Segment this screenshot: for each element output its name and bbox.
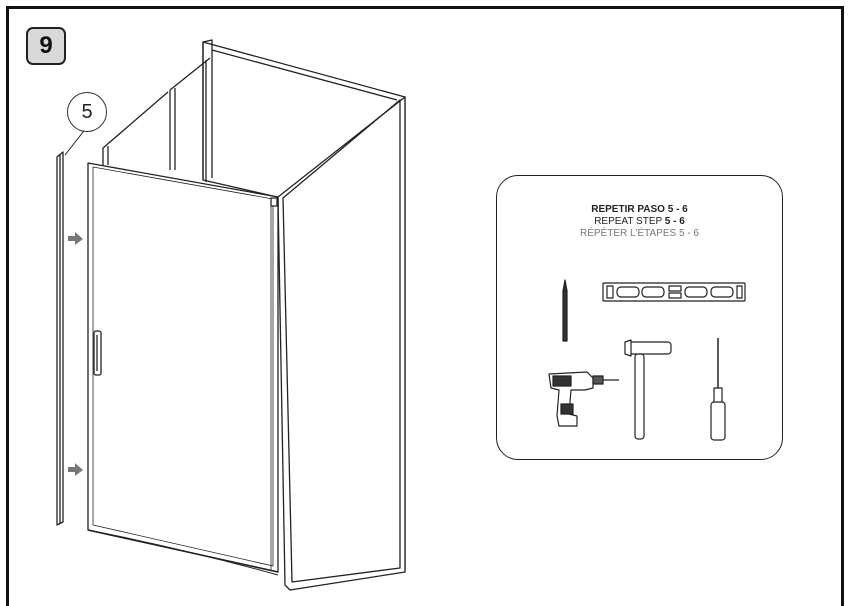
instruction-fr: RÉPÉTER L'ÉTAPES 5 - 6 xyxy=(580,228,699,239)
step-number-badge: 9 xyxy=(26,27,66,65)
instruction-text: REPETIR PASO 5 - 6 REPEAT STEP 5 - 6 RÉP… xyxy=(497,204,782,240)
spirit-level-icon xyxy=(602,282,746,302)
part-number-callout: 5 xyxy=(67,92,107,132)
instruction-en: REPEAT STEP 5 - 6 xyxy=(594,216,685,227)
insert-arrows xyxy=(68,232,83,476)
instruction-es: REPETIR PASO 5 - 6 xyxy=(591,204,688,215)
page-frame xyxy=(6,6,844,606)
door-panel xyxy=(87,162,279,573)
drill-icon xyxy=(548,371,619,427)
screwdriver-icon xyxy=(710,338,726,441)
arrow-icon xyxy=(68,463,83,476)
tools-illustration xyxy=(548,279,746,441)
pencil-icon xyxy=(562,279,568,342)
arrow-icon xyxy=(68,232,83,245)
instruction-box: REPETIR PASO 5 - 6 REPEAT STEP 5 - 6 RÉP… xyxy=(496,175,783,460)
hammer-icon xyxy=(624,339,672,440)
